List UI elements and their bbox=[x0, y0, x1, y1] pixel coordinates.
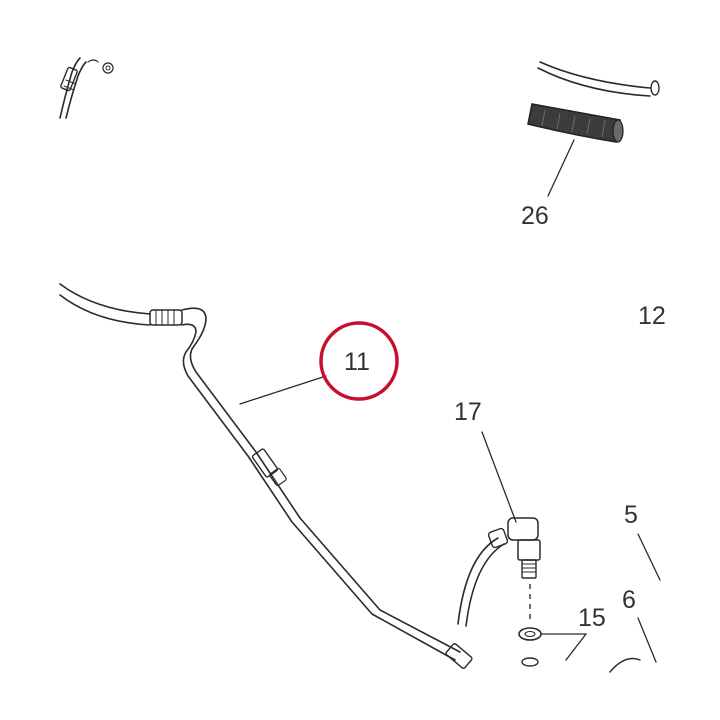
leader-line-17 bbox=[481, 431, 517, 523]
callout-26: 26 bbox=[521, 202, 549, 230]
callout-5: 5 bbox=[624, 501, 638, 529]
sleeve-part-26 bbox=[527, 103, 624, 197]
leader-line-26 bbox=[547, 139, 575, 197]
top-right-hose bbox=[537, 61, 660, 97]
washers-part-15 bbox=[518, 627, 587, 667]
leader-line-6 bbox=[637, 617, 657, 663]
brake-hose bbox=[59, 283, 183, 326]
callout-17: 17 bbox=[454, 398, 482, 426]
brake-pipe-part-11 bbox=[181, 307, 473, 669]
right-fragments bbox=[609, 533, 661, 673]
leader-line-15b bbox=[565, 633, 587, 661]
callout-6: 6 bbox=[622, 586, 636, 614]
leader-line-5 bbox=[637, 533, 661, 581]
callout-15: 15 bbox=[578, 604, 606, 632]
highlight-circle bbox=[319, 321, 399, 401]
callout-11: 11 bbox=[344, 348, 370, 376]
leader-line-11 bbox=[239, 375, 327, 405]
fitting-part-17 bbox=[457, 431, 541, 627]
callout-12: 12 bbox=[638, 302, 666, 330]
top-left-connector bbox=[59, 57, 114, 119]
